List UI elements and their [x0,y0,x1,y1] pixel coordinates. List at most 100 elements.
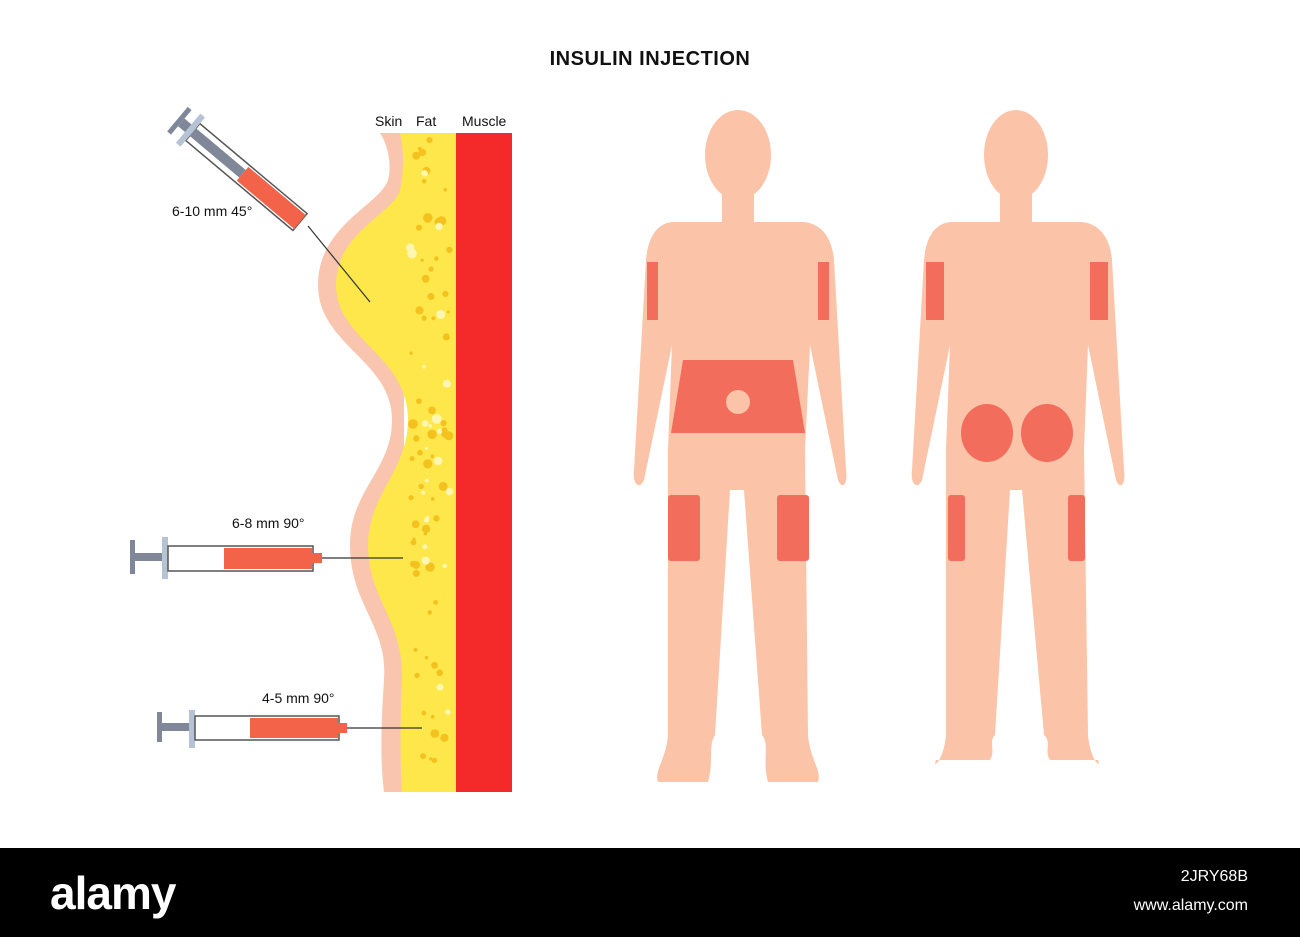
fat-cell [421,710,427,716]
fat-cell [430,714,435,719]
fat-cell [428,266,434,272]
fat-cell [412,537,416,542]
fat-cell [440,733,449,742]
back-left-buttock-site [961,404,1013,462]
fat-cell [430,497,435,501]
syringe-45-degrees [167,106,309,232]
page-title: INSULIN INJECTION [549,48,751,70]
back-body-figure [911,110,1125,764]
syringe-45-needle [307,225,371,303]
fat-cell [427,610,433,615]
fat-cell [418,483,424,489]
fat-cell [425,516,430,520]
fat-cell [416,398,422,405]
fat-cell [418,148,427,157]
fat-cell [415,306,424,315]
fat-cell [421,170,427,176]
footer-url: www.alamy.com [1133,897,1248,914]
fat-cell [408,495,414,501]
front-right-arm-site [818,262,829,320]
back-left-arm-site [926,262,944,320]
fat-cell [423,213,433,223]
fat-cell [422,544,428,550]
fat-cell [422,365,426,369]
syringe-90-degrees-b [157,710,422,748]
fat-cell [431,661,438,669]
fat-cell [423,459,433,469]
fat-cell [438,481,448,491]
front-left-thigh-site [668,495,700,561]
skin-layer-label: Skin [375,113,403,129]
fat-cell [408,419,418,429]
watermark-footer: alamy 2JRY68B www.alamy.com [0,848,1300,937]
fat-cell [405,243,415,253]
muscle-layer-label: Muscle [462,113,507,129]
fat-cell [409,351,413,355]
fat-cell [431,757,438,763]
fat-cell [433,456,443,466]
fat-cell [411,520,420,529]
fat-cell [412,569,420,577]
fat-cell [428,424,433,428]
fat-cell [426,137,433,144]
fat-cell [421,524,431,534]
fat-cell [412,151,421,160]
fat-layer-label: Fat [416,113,437,129]
back-right-buttock-site [1021,404,1073,462]
alamy-logo: alamy [50,867,176,919]
fat-cell [417,449,423,456]
fat-cell [445,709,451,715]
fat-cell [444,431,454,441]
fat-cell [442,563,448,569]
navel-icon [726,390,750,414]
fat-cell [428,406,436,415]
fat-cell [436,683,444,691]
fat-cell [423,531,428,536]
fat-cell [442,290,449,297]
image-id: 2JRY68B [1180,868,1248,885]
front-left-arm-site [647,262,658,320]
fat-cell [433,600,438,605]
fat-cell [420,753,426,760]
fat-cell [434,256,439,261]
back-right-thigh-site [1068,495,1085,561]
fat-cell [425,478,429,483]
muscle-layer [456,133,512,792]
fat-cell [431,316,436,321]
fat-cell [427,293,435,300]
syringe-3-label: 4-5 mm 90° [262,690,335,706]
fat-cell [415,224,423,231]
fat-cell [446,246,453,253]
fat-cell [427,429,437,439]
fat-cell [409,456,415,462]
fat-cell [421,420,429,427]
fat-cell [442,333,450,341]
front-right-thigh-site [777,495,809,561]
fat-cell [430,729,440,738]
fat-cell [436,669,444,677]
front-body-figure [633,110,847,782]
fat-cell [424,655,429,660]
fat-cell [425,446,429,450]
back-left-thigh-site [948,495,965,561]
tissue-cross-section [318,133,512,792]
syringe-2-label: 6-8 mm 90° [232,515,305,531]
fat-cell [421,315,427,321]
fat-cell [446,310,450,314]
fat-cell [445,487,454,496]
fat-cell [436,309,446,319]
fat-cell [414,672,420,679]
fat-cell [433,515,440,522]
fat-cell [442,379,451,388]
fat-cells [405,137,454,763]
fat-cell [421,556,430,565]
fat-cell [429,757,433,761]
back-injection-sites [926,262,1108,561]
fat-cell [421,274,430,283]
fat-cell [425,562,435,572]
fat-cell [421,490,426,495]
fat-cell [421,179,427,184]
fat-cell [413,647,418,653]
fat-cell [436,428,443,434]
syringe-90-degrees-a [130,537,403,579]
